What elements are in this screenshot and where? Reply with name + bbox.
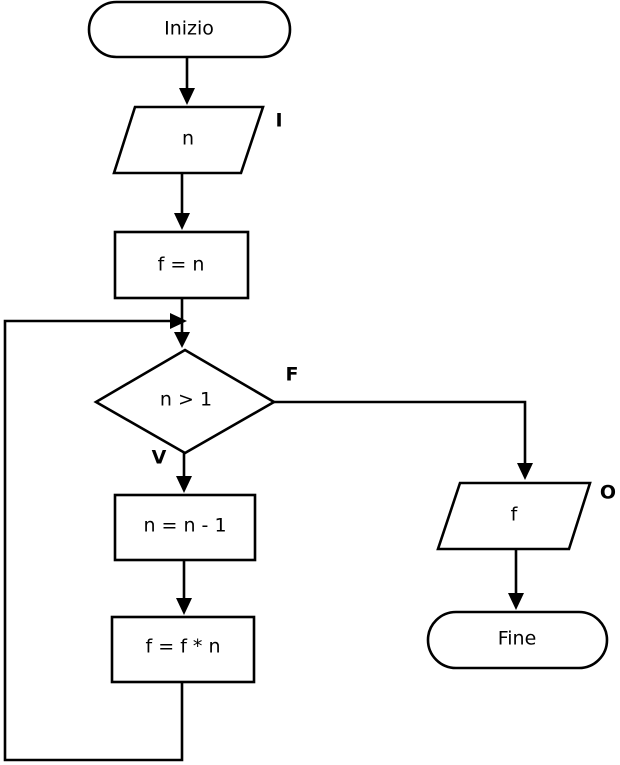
arrowhead <box>170 313 187 329</box>
decrement-label: n = n - 1 <box>143 515 226 537</box>
arrowhead <box>517 463 533 480</box>
input-parallelogram <box>112 105 265 175</box>
decision-node: n > 1 F V <box>93 348 299 469</box>
input-tag: I <box>275 110 282 132</box>
end-terminator <box>426 610 609 670</box>
assign-node: f = n <box>113 230 250 300</box>
decrement-node: n = n - 1 <box>113 493 257 562</box>
multiply-process <box>110 615 256 684</box>
assign-process <box>113 230 250 300</box>
arrowhead <box>508 593 524 610</box>
output-label: f <box>511 504 519 526</box>
output-parallelogram <box>436 481 592 551</box>
decision-label: n > 1 <box>160 389 212 411</box>
end-label: Fine <box>498 628 537 650</box>
output-tag: O <box>600 482 616 504</box>
assign-label: f = n <box>158 254 205 276</box>
edge-false-to-output <box>274 400 527 465</box>
input-label: n <box>182 128 194 150</box>
arrowhead <box>179 88 195 105</box>
edge-loop-back <box>3 319 184 762</box>
input-node: n I <box>112 105 283 175</box>
decision-diamond <box>93 348 277 455</box>
connectors <box>3 57 533 762</box>
false-branch-tag: F <box>286 364 299 386</box>
multiply-node: f = f * n <box>110 615 256 684</box>
arrowhead <box>176 598 192 615</box>
end-node: Fine <box>426 610 609 670</box>
decrement-process <box>113 493 257 562</box>
start-label: Inizio <box>164 18 214 40</box>
arrowhead <box>176 476 192 493</box>
arrowhead <box>174 332 190 348</box>
true-branch-tag: V <box>152 447 167 469</box>
start-node: Inizio <box>87 0 292 59</box>
output-node: f O <box>436 481 616 551</box>
arrowhead <box>174 213 190 230</box>
multiply-label: f = f * n <box>146 636 221 658</box>
start-terminator <box>87 0 292 59</box>
